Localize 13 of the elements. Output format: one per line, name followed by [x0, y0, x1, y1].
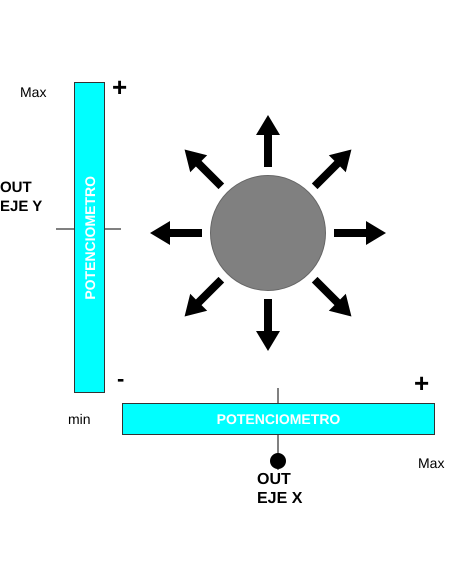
output-label: OUT EJE Y — [0, 178, 44, 216]
scale-label: Max — [20, 84, 46, 100]
polarity-sign: + — [414, 368, 430, 399]
output-wire — [270, 434, 286, 470]
output-label: OUT EJE X — [257, 470, 313, 508]
potentiometer-bar — [74, 82, 105, 393]
polarity-sign: + — [112, 72, 128, 103]
bar-label: POTENCIOMETRO — [82, 176, 98, 300]
polarity-sign: - — [117, 366, 124, 392]
scale-label: Max — [418, 455, 444, 471]
scale-label: min — [68, 411, 91, 427]
potentiometer-bar — [122, 403, 435, 435]
bar-label: POTENCIOMETRO — [216, 411, 340, 427]
